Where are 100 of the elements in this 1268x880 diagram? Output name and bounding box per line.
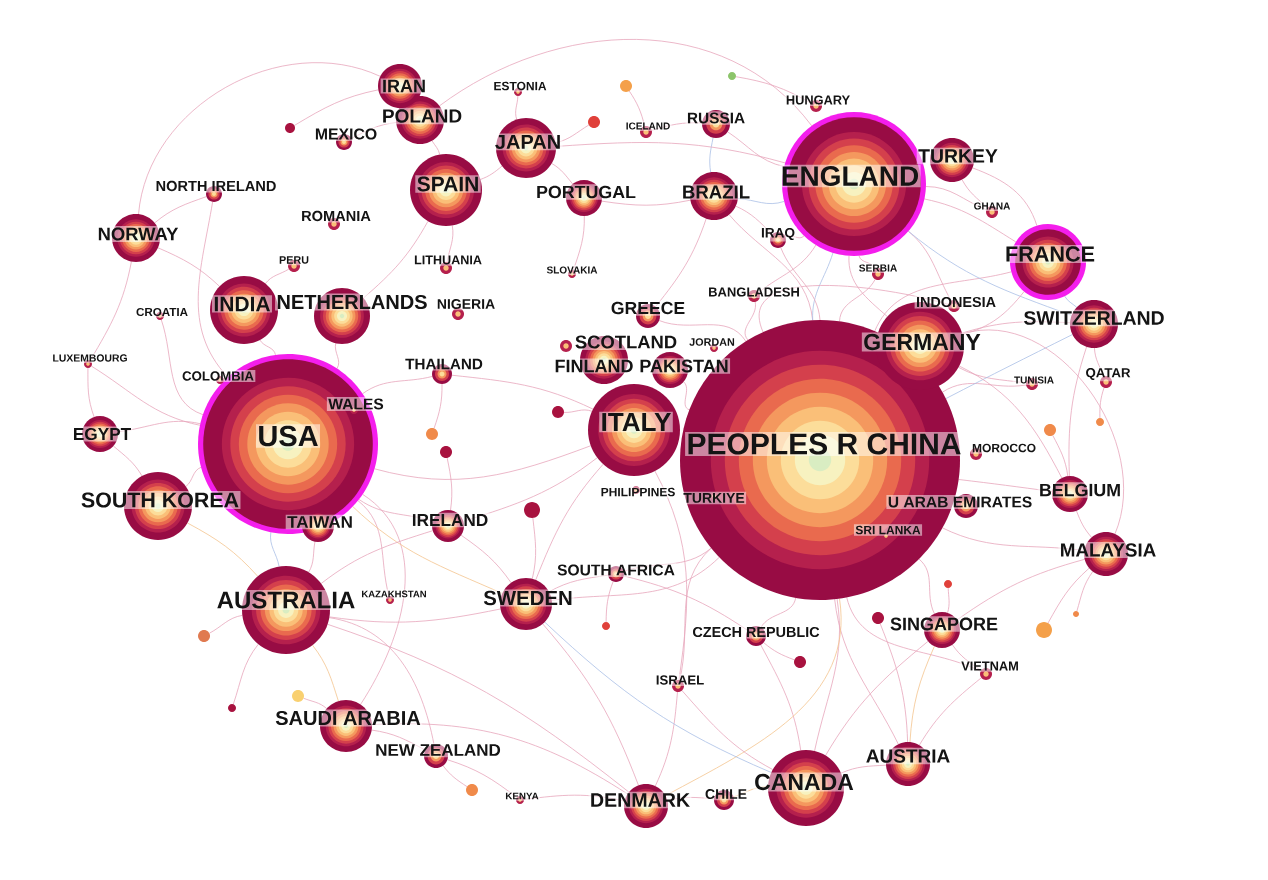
link-line bbox=[840, 764, 887, 774]
link-line bbox=[848, 255, 888, 317]
link-line bbox=[744, 301, 756, 341]
country-label: FRANCE bbox=[1003, 244, 1097, 264]
link-line bbox=[293, 89, 379, 126]
link-line bbox=[446, 225, 454, 263]
link-line bbox=[947, 587, 950, 614]
link-line bbox=[874, 271, 1012, 332]
link-line bbox=[958, 366, 1027, 384]
link-line bbox=[117, 420, 201, 433]
link-line bbox=[907, 230, 952, 302]
country-label: GREECE bbox=[609, 300, 687, 316]
link-line bbox=[112, 445, 143, 477]
link-line bbox=[654, 470, 688, 681]
country-label: FINLAND bbox=[553, 358, 635, 374]
country-label: SWEDEN bbox=[481, 589, 575, 607]
link-line bbox=[232, 643, 259, 705]
link-line bbox=[601, 199, 691, 206]
link-line bbox=[442, 765, 468, 788]
link-line bbox=[733, 786, 769, 798]
link-line bbox=[208, 614, 243, 634]
link-line bbox=[451, 374, 594, 410]
link-line bbox=[270, 531, 280, 567]
country-label: JAPAN bbox=[493, 133, 563, 151]
link-line bbox=[909, 645, 935, 743]
link-line bbox=[352, 506, 503, 594]
link-line bbox=[681, 690, 774, 770]
link-line bbox=[433, 383, 443, 429]
link-line bbox=[735, 76, 812, 104]
link-line bbox=[1076, 510, 1092, 538]
link-line bbox=[335, 342, 340, 369]
link-line bbox=[728, 214, 814, 321]
link-line bbox=[784, 235, 805, 239]
country-label: SOUTH KOREA bbox=[79, 491, 241, 509]
link-line bbox=[961, 179, 989, 209]
link-line bbox=[961, 321, 1071, 334]
country-label: INDIA bbox=[212, 295, 272, 313]
country-label: IRAN bbox=[380, 78, 428, 94]
link-line bbox=[563, 409, 593, 413]
country-label: CANADA bbox=[752, 772, 856, 792]
link-line bbox=[1099, 387, 1105, 419]
link-line bbox=[555, 142, 786, 164]
country-label: TAIWAN bbox=[285, 514, 355, 530]
link-line bbox=[760, 644, 802, 751]
link-line bbox=[962, 291, 1025, 335]
country-label: SPAIN bbox=[415, 175, 481, 193]
link-line bbox=[197, 201, 229, 378]
country-label: BRAZIL bbox=[680, 184, 752, 200]
link-line bbox=[371, 729, 426, 751]
link-line bbox=[265, 268, 290, 284]
link-line bbox=[362, 376, 433, 395]
link-line bbox=[544, 621, 772, 773]
link-line bbox=[958, 479, 1053, 492]
country-label: NEW ZEALAND bbox=[373, 742, 503, 758]
link-line bbox=[154, 196, 207, 224]
link-line bbox=[320, 530, 434, 584]
link-line bbox=[360, 493, 406, 705]
link-line bbox=[371, 723, 628, 795]
link-line bbox=[961, 329, 1124, 535]
link-line bbox=[535, 463, 604, 581]
link-line bbox=[605, 581, 614, 623]
country-label: SAUDI ARABIA bbox=[273, 709, 423, 727]
link-line bbox=[358, 499, 434, 522]
link-line bbox=[628, 90, 646, 127]
link-line bbox=[918, 677, 982, 746]
country-label: PORTUGAL bbox=[534, 184, 638, 200]
link-line bbox=[918, 558, 935, 615]
link-line bbox=[551, 163, 574, 185]
country-label: IRELAND bbox=[410, 512, 490, 528]
country-label: GERMANY bbox=[861, 332, 983, 352]
link-line bbox=[374, 445, 592, 480]
link-line bbox=[555, 124, 590, 144]
node-dot bbox=[1036, 622, 1052, 638]
link-line bbox=[523, 794, 625, 802]
link-line bbox=[1052, 434, 1069, 477]
link-line bbox=[1068, 346, 1087, 477]
node-dot bbox=[524, 502, 540, 518]
link-line bbox=[658, 320, 747, 342]
link-line bbox=[735, 205, 773, 235]
link-line bbox=[623, 547, 712, 572]
country-label: AUSTRALIA bbox=[215, 590, 357, 610]
country-label: ITALY bbox=[599, 411, 673, 433]
link-line bbox=[727, 131, 785, 167]
link-line bbox=[91, 365, 201, 426]
link-line bbox=[942, 383, 1027, 393]
link-line bbox=[431, 140, 441, 155]
country-label: TURKEY bbox=[916, 147, 1000, 165]
link-line bbox=[328, 617, 435, 745]
country-label: SINGAPORE bbox=[888, 616, 1000, 632]
link-line bbox=[138, 62, 381, 215]
link-line bbox=[956, 558, 1086, 621]
link-line bbox=[780, 247, 821, 321]
link-line bbox=[157, 247, 220, 287]
country-label: USA bbox=[256, 424, 320, 448]
link-line bbox=[758, 285, 949, 333]
link-line bbox=[951, 644, 982, 671]
link-line bbox=[462, 457, 598, 522]
link-line bbox=[303, 697, 328, 709]
country-label: SCOTLAND bbox=[573, 334, 679, 350]
link-line bbox=[623, 575, 749, 631]
